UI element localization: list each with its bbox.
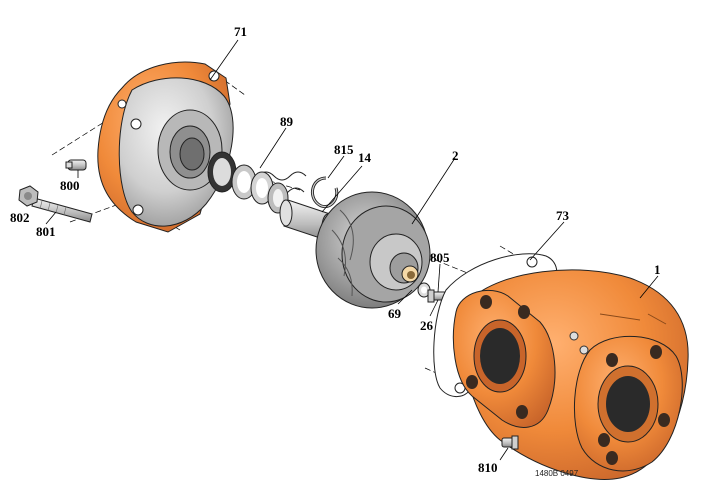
part-2-impeller [315, 191, 431, 309]
callout-73: 73 [556, 208, 570, 223]
callout-89: 89 [280, 114, 294, 129]
callout-26: 26 [420, 318, 434, 333]
callout-810: 810 [478, 460, 498, 475]
callout-802: 802 [10, 210, 30, 225]
callout-801: 801 [36, 224, 56, 239]
part-810-drain-plug [501, 435, 519, 450]
part-71-bracket [97, 61, 234, 233]
callout-14: 14 [358, 150, 372, 165]
part-1-casing [452, 269, 689, 480]
part-801-stud [31, 197, 93, 223]
callout-69: 69 [388, 306, 402, 321]
part-815-retaining-ring [310, 176, 339, 209]
callout-815: 815 [334, 142, 354, 157]
leader-lines [45, 39, 659, 461]
callout-2: 2 [452, 148, 459, 163]
callout-800: 800 [60, 178, 80, 193]
callout-71: 71 [234, 24, 247, 39]
drawing-code: 1480B 0497 [535, 469, 579, 478]
part-69-washer [417, 282, 431, 298]
callout-1: 1 [654, 262, 661, 277]
part-802-nut [18, 185, 39, 207]
callout-805: 805 [430, 250, 450, 265]
callout-labels: 71 89 815 14 2 800 802 801 73 1 805 69 2… [10, 24, 661, 475]
part-800-plug [65, 159, 87, 171]
